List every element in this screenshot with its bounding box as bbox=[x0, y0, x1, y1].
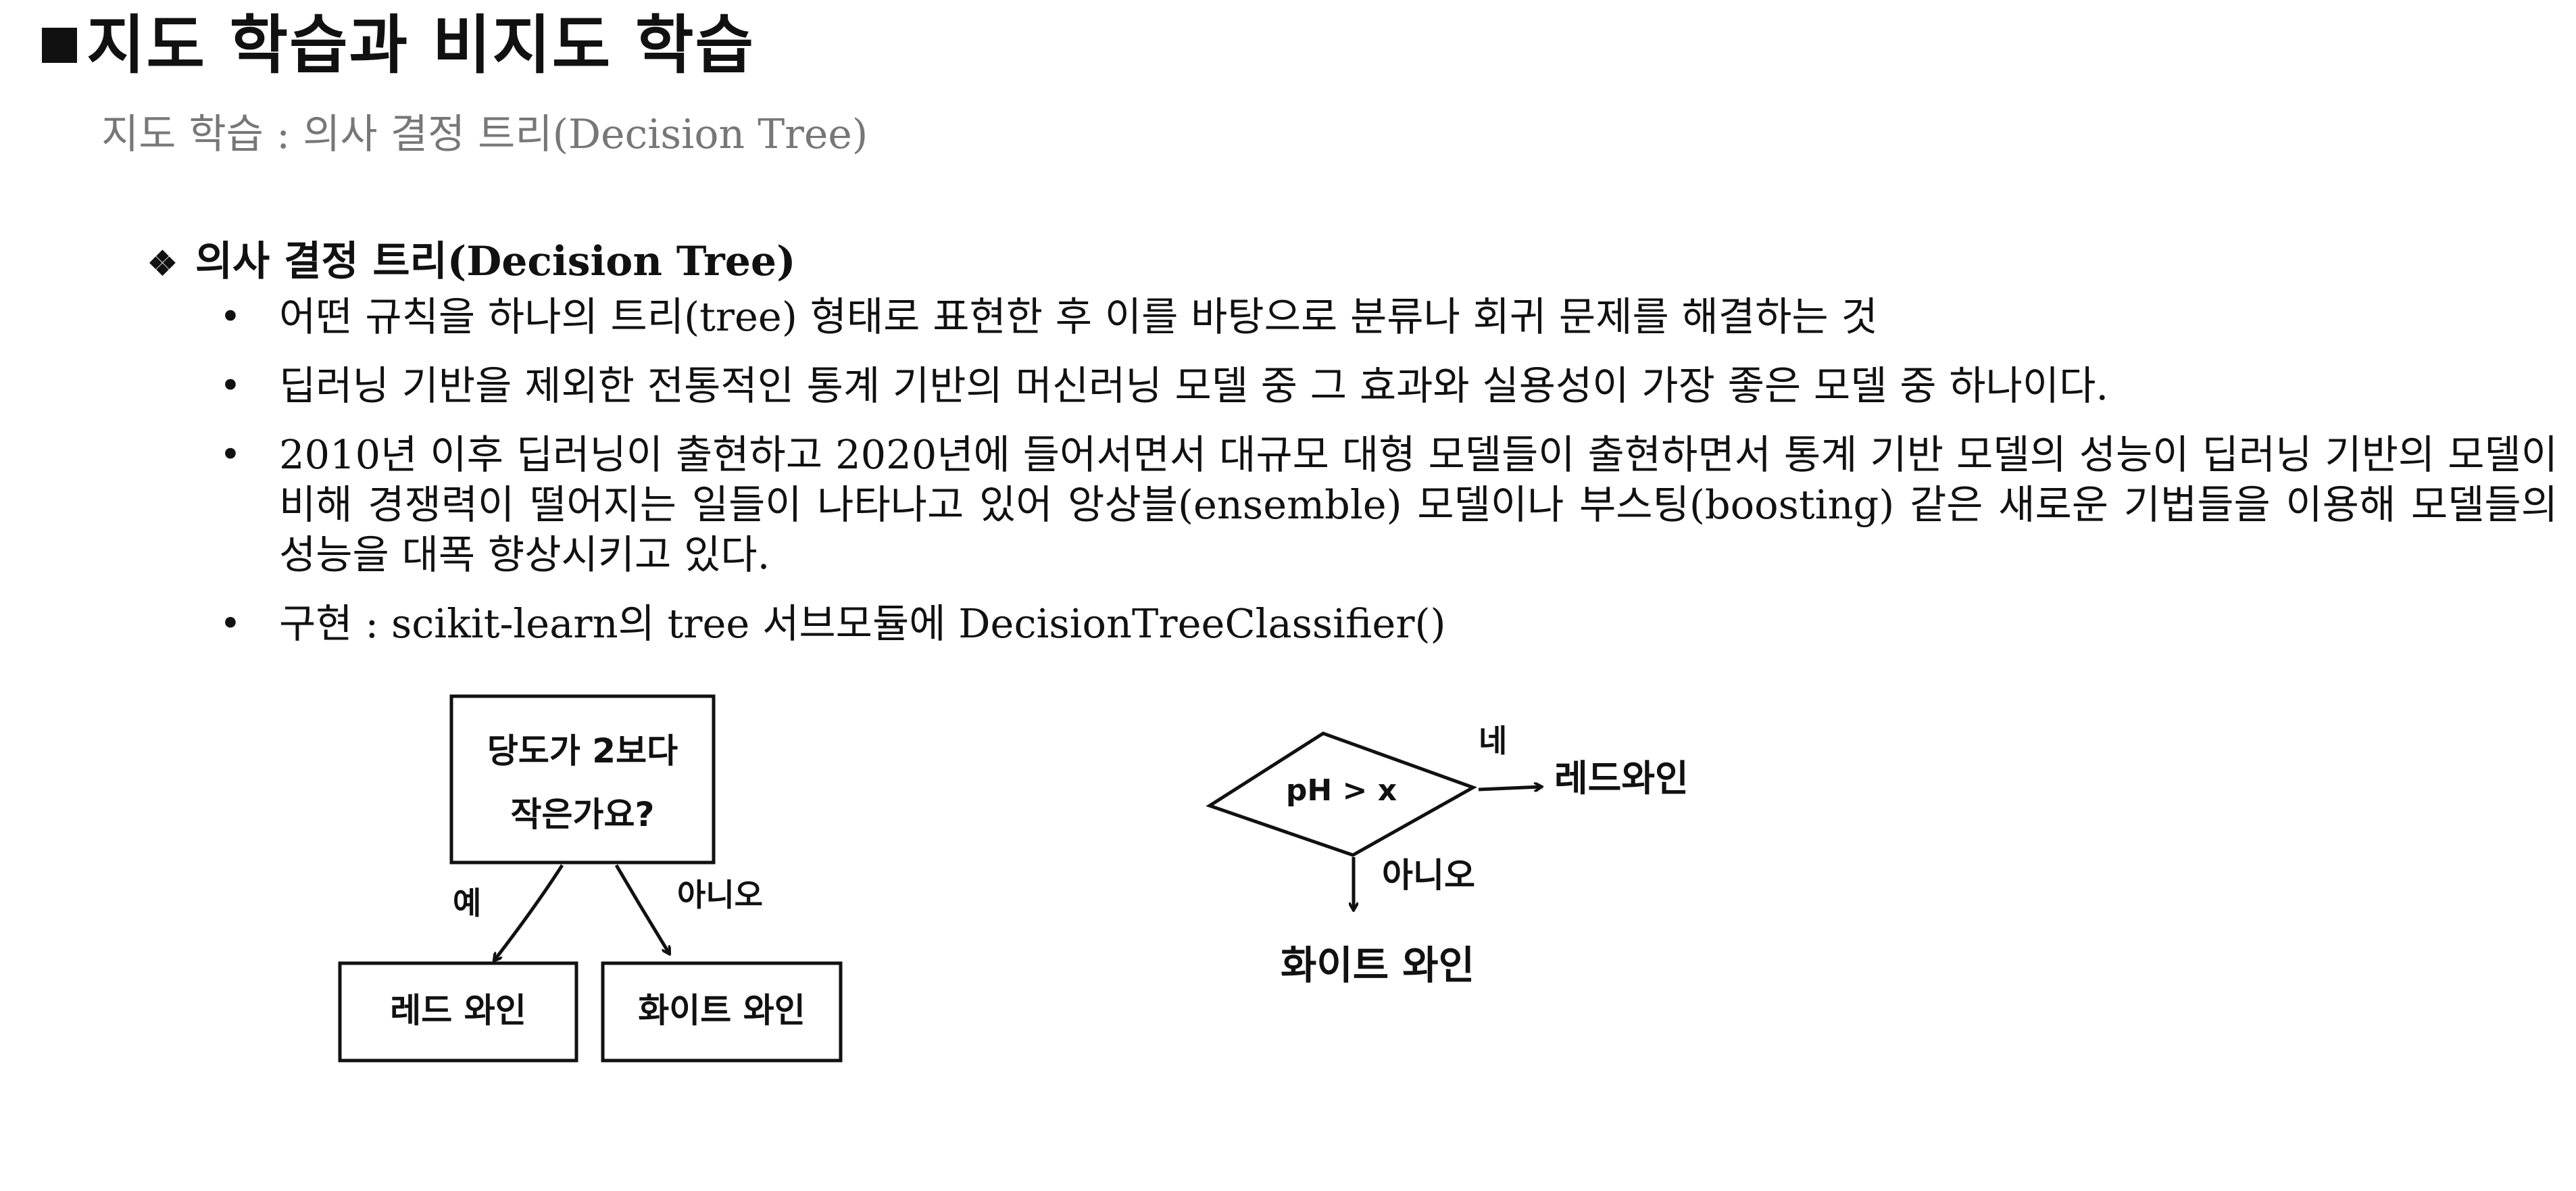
list-item-text: 2010년 이후 딥러닝이 출현하고 2020년에 들어서면서 대규모 대형 모… bbox=[279, 431, 2558, 578]
yes-branch-arrow bbox=[1478, 787, 1541, 789]
question-node-line1: 당도가 2보다 bbox=[487, 731, 678, 771]
list-item-text: 어떤 규칙을 하나의 트리(tree) 형태로 표현한 후 이를 바탕으로 분류… bbox=[279, 293, 1878, 340]
section-heading-text: 의사 결정 트리(Decision Tree) bbox=[195, 238, 796, 285]
bullet-dot-icon: • bbox=[220, 295, 241, 338]
yes-branch-arrow bbox=[495, 864, 564, 960]
section-heading: ❖ 의사 결정 트리(Decision Tree) bbox=[147, 228, 795, 287]
question-node-box bbox=[449, 694, 716, 865]
square-bullet-icon bbox=[42, 28, 77, 63]
tree-diagram-right: pH > x 네 레드와인 아니오 화이트 와인 bbox=[1206, 723, 1689, 988]
red-wine-leaf-label: 레드 와인 bbox=[390, 991, 526, 1030]
red-wine-leaf-box bbox=[338, 961, 578, 1063]
yes-result-label: 레드와인 bbox=[1554, 757, 1689, 800]
list-item: • 구현 : scikit-learn의 tree 서브모듈에 DecisionT… bbox=[220, 599, 2558, 649]
yes-branch-label: 예 bbox=[453, 885, 481, 921]
no-branch-label: 아니오 bbox=[1382, 856, 1475, 895]
list-item: • 2010년 이후 딥러닝이 출현하고 2020년에 들어서면서 대규모 대형 … bbox=[220, 430, 2558, 580]
page-subtitle: 지도 학습 : 의사 결정 트리(Decision Tree) bbox=[101, 111, 868, 158]
list-item: • 어떤 규칙을 하나의 트리(tree) 형태로 표현한 후 이를 바탕으로 분… bbox=[220, 292, 2558, 342]
bullet-dot-icon: • bbox=[220, 602, 241, 645]
white-wine-leaf-box bbox=[601, 961, 843, 1063]
list-item-text: 구현 : scikit-learn의 tree 서브모듈에 DecisionTr… bbox=[279, 600, 1446, 647]
no-result-label: 화이트 와인 bbox=[1281, 942, 1475, 988]
list-item-text: 딥러닝 기반을 제외한 전통적인 통계 기반의 머신러닝 모델 중 그 효과와 … bbox=[279, 362, 2109, 409]
page-title: 지도 학습과 비지도 학습 bbox=[42, 8, 755, 84]
condition-label: pH > x bbox=[1286, 773, 1397, 808]
page-title-text: 지도 학습과 비지도 학습 bbox=[86, 9, 755, 82]
condition-diamond bbox=[1206, 731, 1477, 857]
white-wine-leaf-label: 화이트 와인 bbox=[638, 991, 805, 1030]
list-item: • 딥러닝 기반을 제외한 전통적인 통계 기반의 머신러닝 모델 중 그 효과와… bbox=[220, 361, 2558, 411]
no-branch-label: 아니오 bbox=[677, 877, 763, 913]
bullet-list: • 어떤 규칙을 하나의 트리(tree) 형태로 표현한 후 이를 바탕으로 분… bbox=[220, 292, 2558, 668]
question-node-line2: 작은가요? bbox=[510, 795, 654, 834]
bullet-dot-icon: • bbox=[220, 364, 241, 407]
bullet-dot-icon: • bbox=[220, 433, 241, 476]
yes-branch-label: 네 bbox=[1479, 723, 1507, 759]
tree-diagram-left: 당도가 2보다 작은가요? 예 아니오 레드 와인 화이트 와인 bbox=[338, 694, 843, 1063]
diamond-bullet-icon: ❖ bbox=[147, 243, 178, 283]
no-branch-arrow bbox=[614, 864, 669, 953]
